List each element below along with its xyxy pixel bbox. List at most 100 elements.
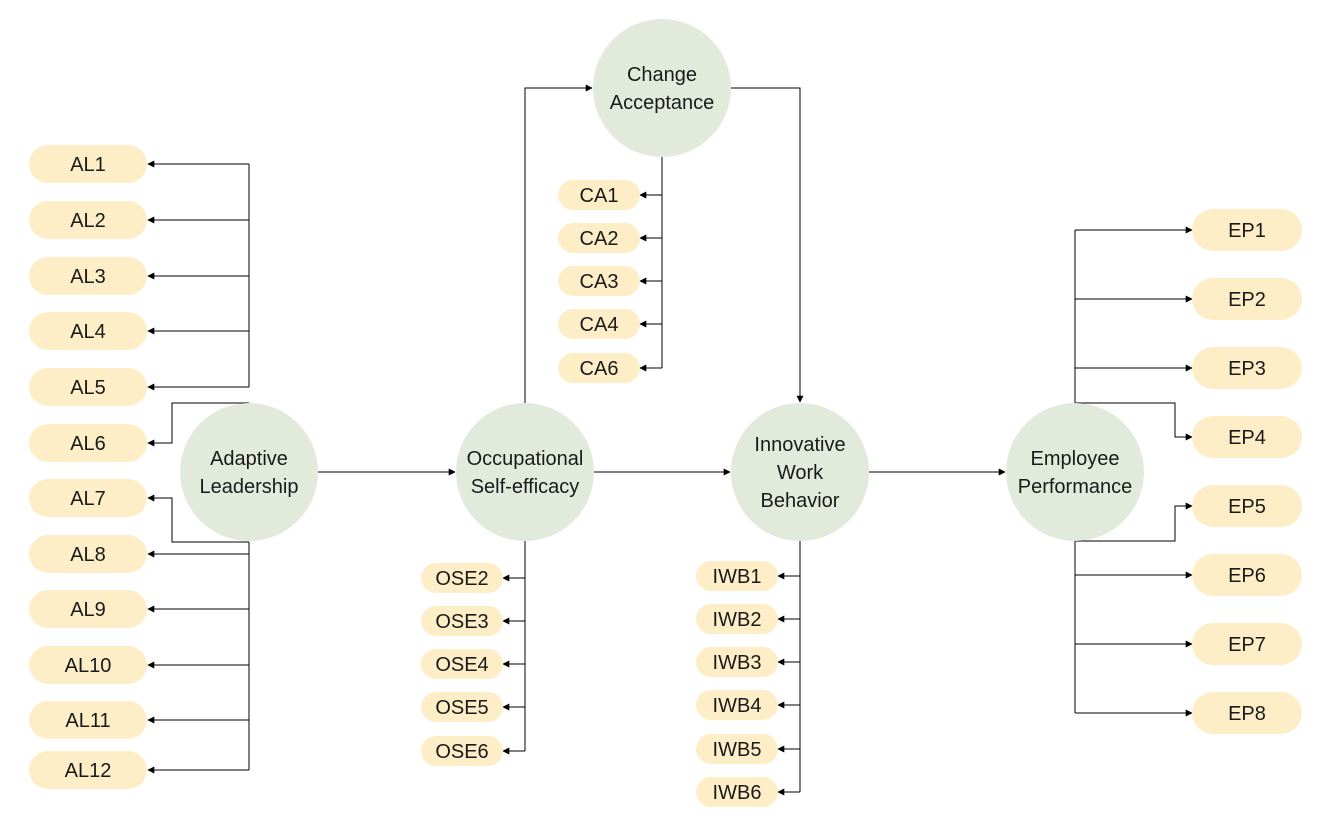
iwb-indicator-3: IWB3: [696, 647, 778, 677]
construct-adaptive-leadership-shape: [180, 403, 318, 541]
al-indicator-12-shape: [29, 751, 147, 789]
ep-indicator-1: EP1: [1192, 209, 1302, 251]
ep-indicator-6-shape: [1192, 554, 1302, 596]
construct-employee-performance-shape: [1006, 403, 1144, 541]
al-indicator-1-shape: [29, 145, 147, 183]
al-indicator-10: AL10: [29, 646, 147, 684]
ep-indicator-3-label: EP3: [1228, 358, 1266, 380]
al-indicator-7-connector: [147, 494, 249, 543]
construct-change-acceptance-label-line-2: Acceptance: [610, 92, 715, 114]
al-indicator-5-shape: [29, 368, 147, 406]
ca-indicator-1: CA1: [558, 180, 640, 210]
al-indicator-2-label: AL2: [70, 210, 106, 232]
path-ose-to-ca: [524, 84, 593, 403]
ep-indicator-4-label: EP4: [1228, 427, 1266, 449]
ca-indicator-4-shape: [558, 309, 640, 339]
ep-indicator-1-label: EP1: [1228, 220, 1266, 242]
al-indicator-2: AL2: [29, 201, 147, 239]
al-indicator-7-shape: [29, 479, 147, 517]
al-indicator-6-shape: [29, 424, 147, 462]
iwb-indicator-5-shape: [696, 734, 778, 764]
ep-indicator-4-shape: [1192, 416, 1302, 458]
ose-indicator-4-shape: [421, 692, 503, 722]
al-indicator-9-shape: [29, 590, 147, 628]
ose-indicator-2: OSE3: [421, 606, 503, 636]
ep-indicator-3-shape: [1192, 347, 1302, 389]
ep-indicator-6: EP6: [1192, 554, 1302, 596]
al-indicator-6-connector: [147, 402, 249, 447]
iwb-indicator-6-label: IWB6: [713, 782, 762, 804]
al-indicator-5-label: AL5: [70, 377, 106, 399]
ose-indicator-2-shape: [421, 606, 503, 636]
iwb-indicator-1: IWB1: [696, 561, 778, 591]
iwb-indicator-3-label: IWB3: [713, 652, 762, 674]
iwb-indicator-2: IWB2: [696, 604, 778, 634]
iwb-indicator-3-shape: [696, 647, 778, 677]
iwb-indicator-4-shape: [696, 690, 778, 720]
al-indicator-12: AL12: [29, 751, 147, 789]
ep-indicator-4-connector: [1075, 402, 1193, 441]
ose-indicator-5-shape: [421, 736, 503, 766]
al-indicator-8: AL8: [29, 535, 147, 573]
construct-innovative-work-behavior-label-line-1: Innovative: [754, 434, 845, 456]
ca-indicator-3-label: CA3: [580, 271, 619, 293]
ca-indicator-4: CA4: [558, 309, 640, 339]
ep-indicator-6-label: EP6: [1228, 565, 1266, 587]
al-indicator-11-shape: [29, 701, 147, 739]
al-indicator-5: AL5: [29, 368, 147, 406]
ose-indicator-3-shape: [421, 649, 503, 679]
al-indicator-4-shape: [29, 312, 147, 350]
ep-indicator-5-connector: [1075, 502, 1193, 542]
al-indicator-2-shape: [29, 201, 147, 239]
ca-indicator-3-shape: [558, 266, 640, 296]
ose-indicator-1-label: OSE2: [435, 568, 488, 590]
iwb-indicator-4: IWB4: [696, 690, 778, 720]
ose-indicator-1: OSE2: [421, 563, 503, 593]
ca-indicator-1-label: CA1: [580, 185, 619, 207]
iwb-indicator-1-label: IWB1: [713, 566, 762, 588]
iwb-indicator-2-shape: [696, 604, 778, 634]
iwb-indicator-6-shape: [696, 777, 778, 807]
ep-indicator-7: EP7: [1192, 623, 1302, 665]
al-indicator-10-label: AL10: [65, 655, 112, 677]
ca-indicator-2: CA2: [558, 223, 640, 253]
ose-indicator-5: OSE6: [421, 736, 503, 766]
ca-indicator-2-shape: [558, 223, 640, 253]
ca-indicator-5-shape: [558, 353, 640, 383]
ose-indicator-3-label: OSE4: [435, 654, 488, 676]
al-indicator-9-label: AL9: [70, 599, 106, 621]
al-indicator-7-label: AL7: [70, 488, 106, 510]
iwb-indicator-1-shape: [696, 561, 778, 591]
construct-occupational-self-efficacy-shape: [456, 403, 594, 541]
construct-change-acceptance-shape: [593, 19, 731, 157]
construct-innovative-work-behavior-label-line-3: Behavior: [761, 490, 840, 512]
al-indicator-7: AL7: [29, 479, 147, 517]
ep-indicator-5-shape: [1192, 485, 1302, 527]
construct-adaptive-leadership-label-line-1: Adaptive: [210, 448, 288, 470]
al-indicator-3: AL3: [29, 257, 147, 295]
construct-change-acceptance-label-line-1: Change: [627, 64, 697, 86]
al-indicator-3-label: AL3: [70, 266, 106, 288]
iwb-indicator-5-label: IWB5: [713, 739, 762, 761]
construct-occupational-self-efficacy-label-line-2: Self-efficacy: [471, 476, 580, 498]
iwb-indicator-4-label: IWB4: [713, 695, 762, 717]
al-indicator-6: AL6: [29, 424, 147, 462]
ep-indicator-7-shape: [1192, 623, 1302, 665]
ca-indicator-5: CA6: [558, 353, 640, 383]
iwb-indicator-6: IWB6: [696, 777, 778, 807]
ose-indicator-4-label: OSE5: [435, 697, 488, 719]
ca-indicator-5-label: CA6: [580, 358, 619, 380]
iwb-indicator-5: IWB5: [696, 734, 778, 764]
al-indicator-11: AL11: [29, 701, 147, 739]
al-indicator-6-label: AL6: [70, 433, 106, 455]
ep-indicator-2-shape: [1192, 278, 1302, 320]
construct-innovative-work-behavior-label-line-2: Work: [777, 462, 824, 484]
ca-indicator-2-label: CA2: [580, 228, 619, 250]
